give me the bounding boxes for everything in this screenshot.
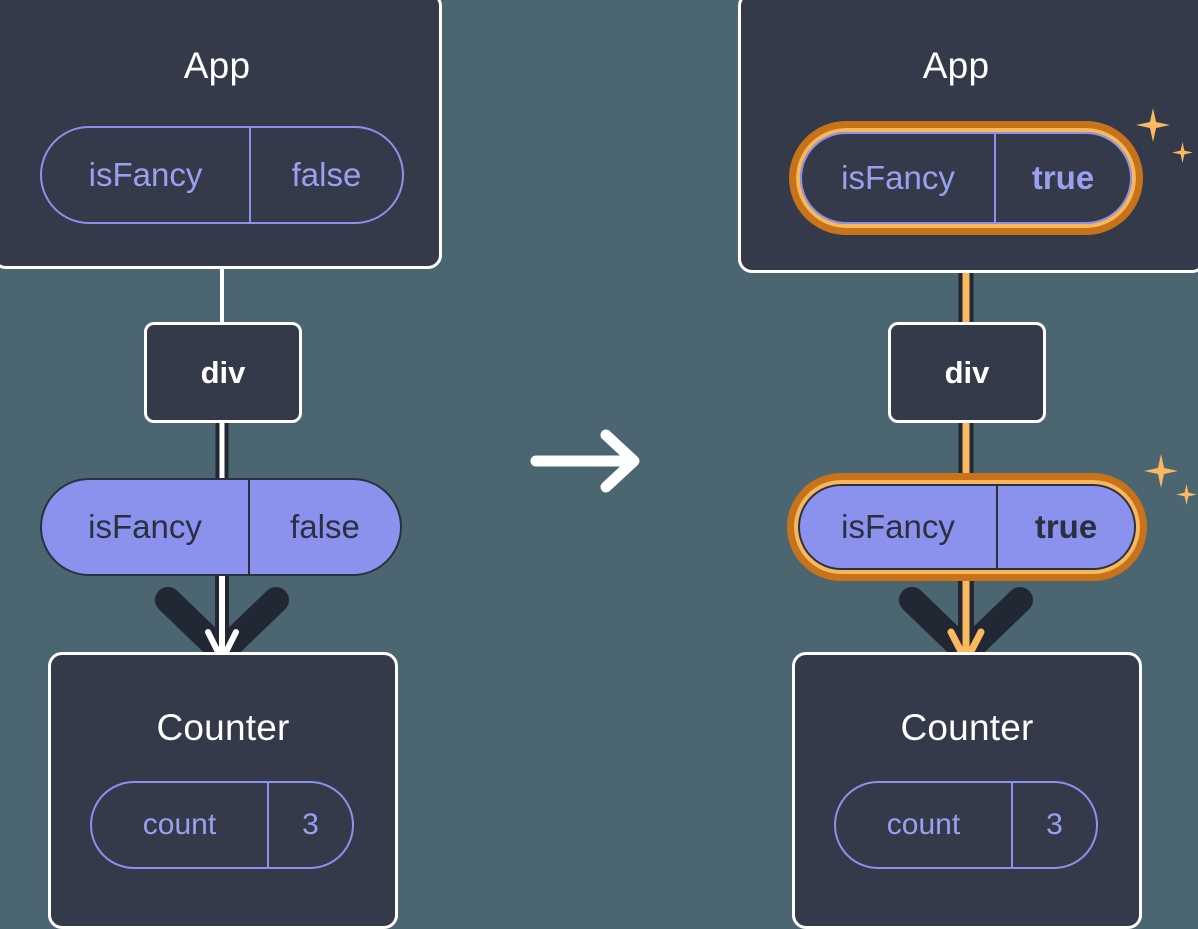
transition-arrow-icon <box>530 429 640 493</box>
after-counter-state-name: count <box>886 808 961 841</box>
after-counter-state-value: 3 <box>1011 783 1096 867</box>
before-prop-name: isFancy <box>88 508 202 545</box>
before-prop-pill[interactable]: isFancy false <box>40 478 402 576</box>
before-prop-value: false <box>248 480 400 574</box>
after-app-state-value: true <box>994 134 1130 222</box>
before-counter-title: Counter <box>156 707 290 748</box>
before-app-title: App <box>183 45 251 86</box>
before-app-state-pill[interactable]: isFancy false <box>40 126 404 224</box>
after-counter-state-pill[interactable]: count 3 <box>834 781 1098 869</box>
after-app-state-name: isFancy <box>841 159 955 196</box>
before-app-state-name: isFancy <box>88 156 203 193</box>
after-counter-title: Counter <box>900 707 1034 748</box>
after-prop-name: isFancy <box>841 508 955 545</box>
after-app-title: App <box>922 45 990 86</box>
before-app-state-value: false <box>249 128 402 222</box>
after-app-state-pill[interactable]: isFancy true <box>800 132 1132 224</box>
after-host-div: div <box>888 322 1046 423</box>
after-prop-value: true <box>996 486 1134 568</box>
after-host-div-label: div <box>944 354 990 390</box>
after-prop-pill[interactable]: isFancy true <box>798 484 1136 570</box>
before-counter-state-name: count <box>142 808 217 841</box>
before-counter-state-value: 3 <box>267 783 352 867</box>
before-host-div: div <box>144 322 302 423</box>
before-counter-state-pill[interactable]: count 3 <box>90 781 354 869</box>
before-host-div-label: div <box>200 354 246 390</box>
